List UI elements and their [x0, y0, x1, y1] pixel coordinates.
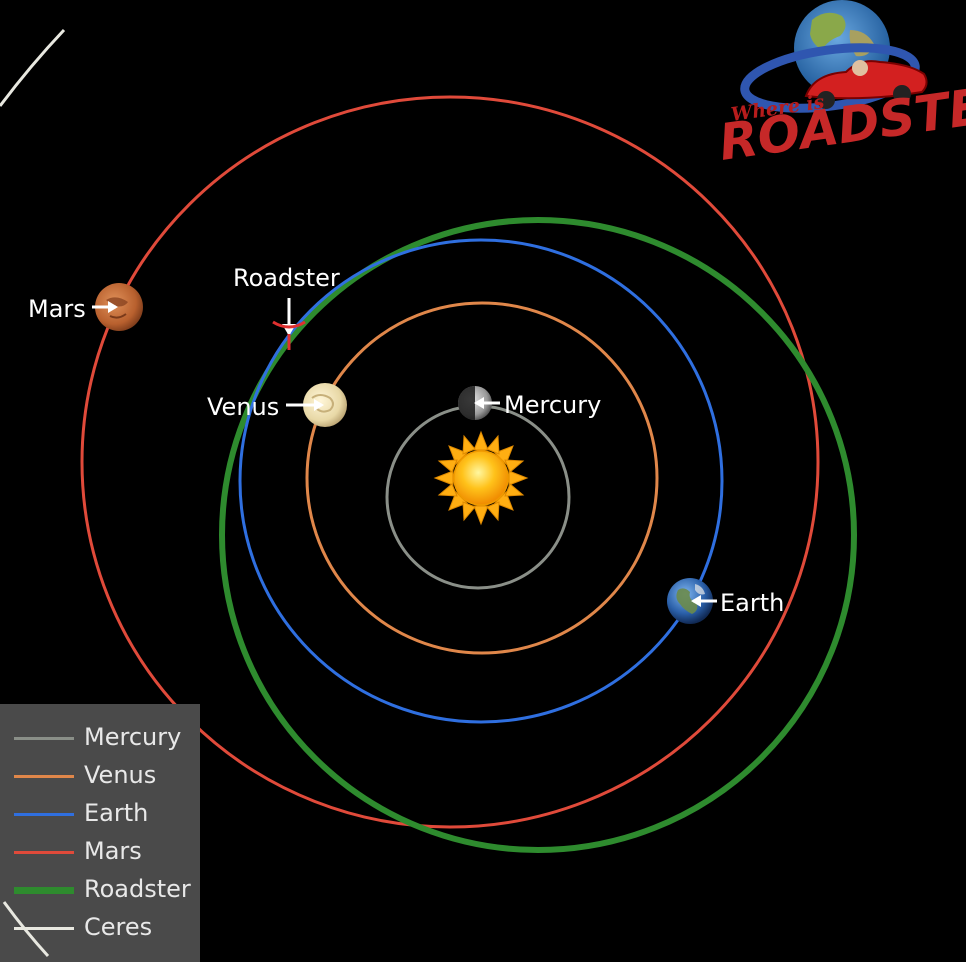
- legend-swatch-venus: [14, 775, 74, 778]
- legend-swatch-mercury: [14, 737, 74, 740]
- legend-item-roadster[interactable]: Roadster: [0, 870, 200, 908]
- legend-swatch-ceres: [14, 927, 74, 930]
- ceres-orbit: [0, 28, 66, 107]
- legend-label-roadster: Roadster: [84, 875, 191, 903]
- legend-item-mercury[interactable]: Mercury: [0, 718, 200, 756]
- earth-planet[interactable]: [667, 578, 717, 624]
- mars-orbit: [80, 95, 820, 829]
- mars-label: Mars: [28, 295, 86, 323]
- mars-planet[interactable]: [92, 283, 143, 331]
- legend-swatch-earth: [14, 813, 74, 816]
- roadster-marker[interactable]: [272, 298, 306, 350]
- earth-label: Earth: [720, 589, 784, 617]
- roadster-label: Roadster: [233, 264, 340, 292]
- venus-label: Venus: [207, 393, 279, 421]
- legend-label-mercury: Mercury: [84, 723, 182, 751]
- venus-orbit: [305, 301, 659, 655]
- legend-item-earth[interactable]: Earth: [0, 794, 200, 832]
- legend-label-venus: Venus: [84, 761, 157, 789]
- mercury-label: Mercury: [504, 391, 601, 419]
- sun-icon: [433, 430, 529, 526]
- legend-item-venus[interactable]: Venus: [0, 756, 200, 794]
- legend-swatch-mars: [14, 851, 74, 854]
- legend-item-ceres[interactable]: Ceres: [0, 908, 200, 946]
- legend-label-earth: Earth: [84, 799, 149, 827]
- legend-swatch-roadster: [14, 887, 74, 894]
- ceres-orbit-fragment: [2, 901, 50, 958]
- orbit-swoosh: [740, 43, 920, 113]
- where-is-roadster-logo[interactable]: Where is ROADSTER?: [716, 0, 966, 172]
- earth-orbit: [238, 238, 724, 724]
- legend: Mercury Venus Earth Mars Roadster Ceres: [0, 704, 200, 962]
- car-icon: [804, 60, 928, 109]
- roadster-orbit: [219, 217, 857, 853]
- venus-planet[interactable]: [286, 383, 347, 427]
- legend-item-mars[interactable]: Mars: [0, 832, 200, 870]
- legend-label-ceres: Ceres: [84, 913, 153, 941]
- legend-label-mars: Mars: [84, 837, 142, 865]
- mercury-planet[interactable]: [458, 386, 500, 420]
